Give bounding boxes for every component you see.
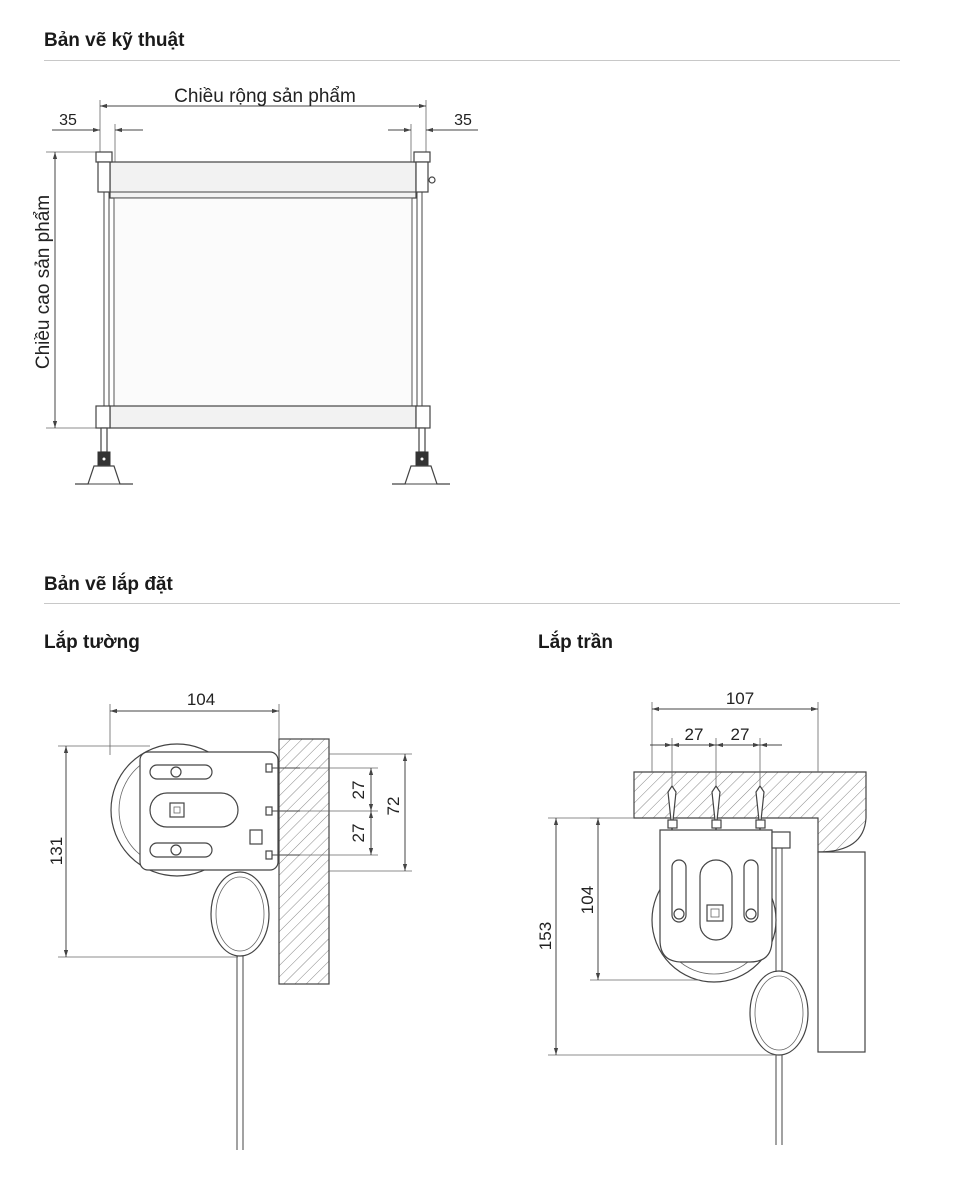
height-dimension: Chiều cao sản phẩm — [33, 151, 108, 429]
wall-section — [278, 738, 330, 985]
ceiling-section — [633, 771, 867, 853]
width-label: Chiều rộng sản phẩm — [174, 86, 356, 107]
left-offset-value: 35 — [59, 112, 77, 129]
ceiling-dim-total-height: 153 — [536, 922, 555, 950]
wall-dim-spacing-top: 27 — [349, 781, 368, 800]
wall-dim-height: 131 — [47, 837, 66, 865]
wall-dim-spacing-bottom: 27 — [349, 824, 368, 843]
ceiling-mount-drawing: 107 27 27 104 153 — [536, 689, 867, 1145]
ceiling-dim-width: 107 — [726, 689, 754, 708]
product-frame — [95, 151, 436, 429]
height-label: Chiều cao sản phẩm — [33, 195, 54, 369]
section-divider-installation — [44, 603, 900, 604]
right-offset-dimension: 35 — [388, 112, 478, 165]
width-dimension: Chiều rộng sản phẩm — [99, 86, 427, 160]
left-foot — [75, 427, 133, 485]
right-offset-value: 35 — [454, 112, 472, 129]
left-offset-dimension: 35 — [52, 112, 143, 165]
technical-drawing: Chiều rộng sản phẩm 35 35 Chiều cao sản … — [33, 86, 478, 485]
wall-dim-total: 72 — [384, 797, 403, 816]
ceiling-dim-spacing-left: 27 — [685, 725, 704, 744]
section-title-technical: Bản vẽ kỹ thuật — [44, 30, 185, 51]
wall-mount-title: Lắp tường — [44, 632, 140, 653]
wall-mount-drawing: 104 131 27 27 72 — [47, 690, 412, 1150]
section-divider-technical — [44, 60, 900, 61]
right-foot — [392, 427, 450, 485]
wall-screws — [249, 763, 300, 860]
section-title-installation: Bản vẽ lắp đặt — [44, 574, 173, 595]
wall-dim-width: 104 — [187, 690, 215, 709]
ceiling-dim-spacing-right: 27 — [731, 725, 750, 744]
ceiling-dim-inner-height: 104 — [578, 886, 597, 914]
ceiling-mount-title: Lắp trần — [538, 632, 613, 653]
